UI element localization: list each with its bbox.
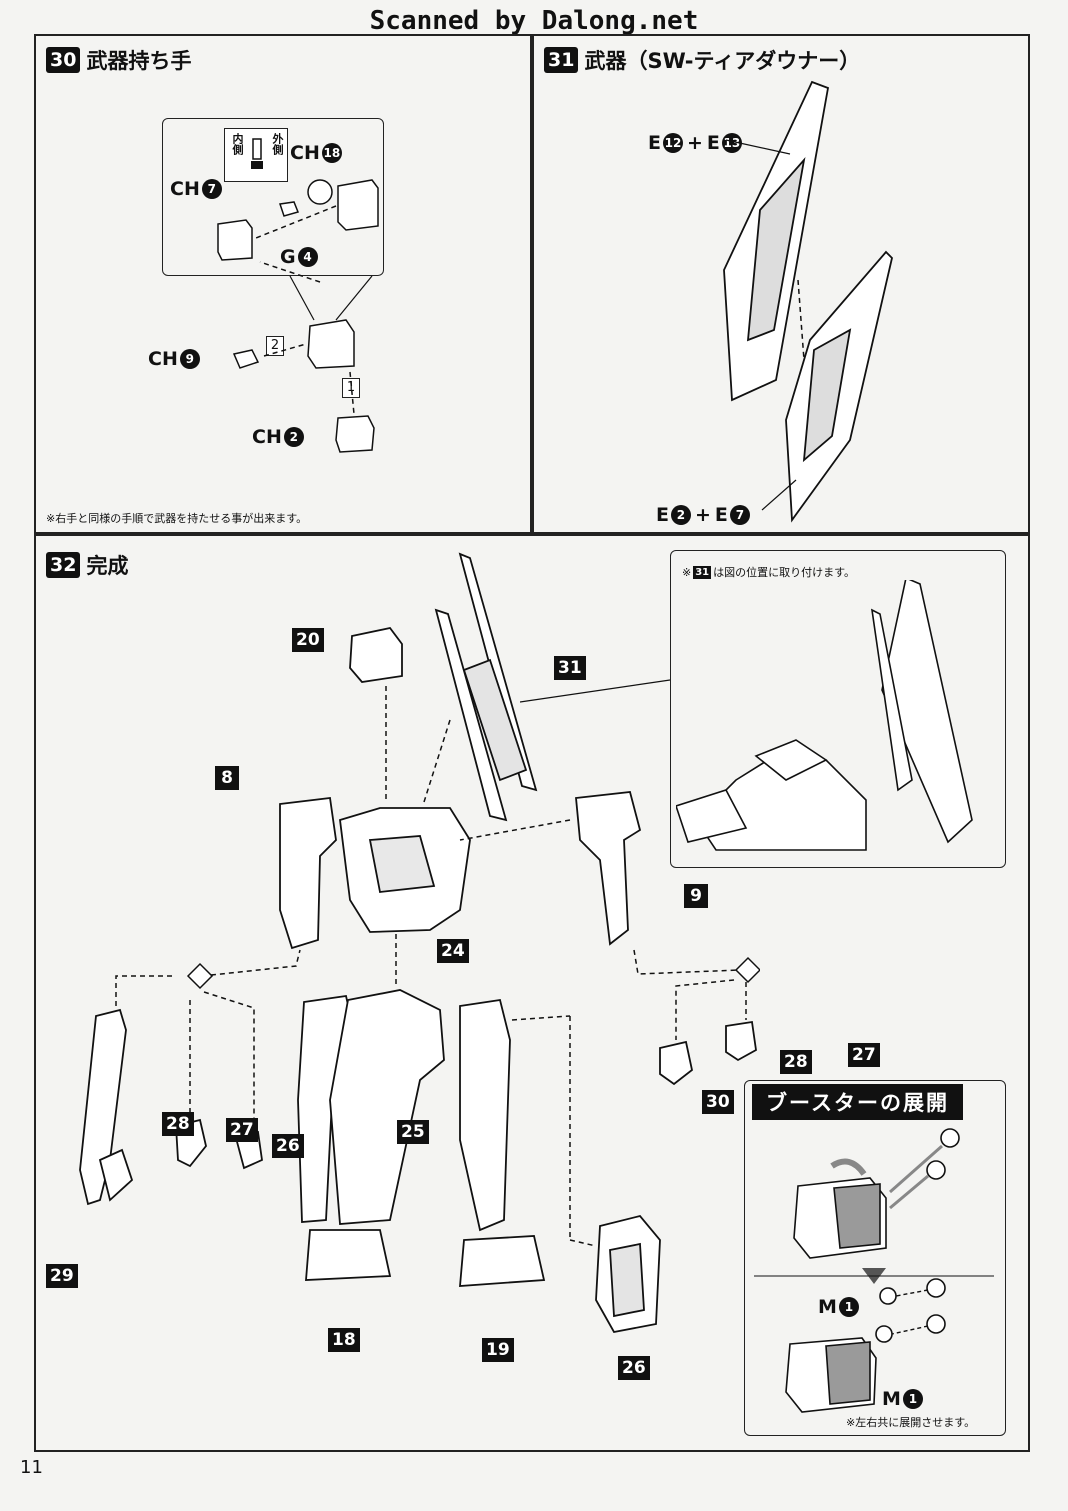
step32-number: 32 [46,552,81,578]
inset-leader [520,679,671,703]
callout-26-booster: 26 [618,1356,650,1380]
callout-18: 18 [328,1328,360,1352]
callout-8: 8 [215,766,239,790]
step31-drawing [723,80,893,523]
peg-icon [251,138,263,169]
step32-inset [670,550,1006,868]
callout-26: 26 [272,1134,304,1158]
step32-drawing [79,552,760,1334]
callout-31: 31 [554,656,586,680]
callout-19: 19 [482,1338,514,1362]
inner-outer-legend: 内側 外側 [224,128,288,182]
step30-detail-box [162,118,384,276]
outer-label: 外側 [271,133,284,155]
callout-9: 9 [684,884,708,908]
callout-25: 25 [397,1120,429,1144]
callout-24: 24 [437,939,469,963]
inner-label: 内側 [231,133,244,155]
callout-29: 29 [46,1264,78,1288]
step30-panel [34,34,532,534]
step32-inset-note: ※ 31 は図の位置に取り付けます。 [682,565,856,579]
callout-28-left: 28 [162,1112,194,1136]
order-box-1: 1 [342,378,360,398]
callout-30: 30 [702,1090,734,1114]
step30-drawing [217,179,379,453]
step31-header: 31 武器（SW-ティアダウナー） [544,45,860,75]
callout-28-right: 28 [780,1050,812,1074]
step30-note: ※右手と同様の手順で武器を持たせる事が出来ます。 [46,512,308,525]
order-box-2: 2 [266,336,284,356]
step30-header: 30 武器持ち手 [46,45,191,75]
callout-27-left: 27 [226,1118,258,1142]
booster-note: ※左右共に展開させます。 [846,1416,976,1429]
callout-20: 20 [292,628,324,652]
inset-assembly-drawing [676,580,973,851]
page-number: 11 [20,1457,43,1478]
callout-27-right: 27 [848,1043,880,1067]
step32-panel [34,534,1030,1452]
step31-panel [532,34,1030,534]
step31-number: 31 [544,47,579,73]
step30-title: 武器持ち手 [86,49,192,73]
booster-box [744,1080,1006,1436]
booster-drawing [754,1128,994,1413]
booster-title: ブースターの展開 [752,1084,963,1120]
step31-title: 武器（SW-ティアダウナー） [584,49,861,73]
step32-header: 32 完成 [46,550,128,580]
step32-title: 完成 [86,554,129,578]
watermark: Scanned by Dalong.net [369,6,699,36]
step30-number: 30 [46,47,81,73]
